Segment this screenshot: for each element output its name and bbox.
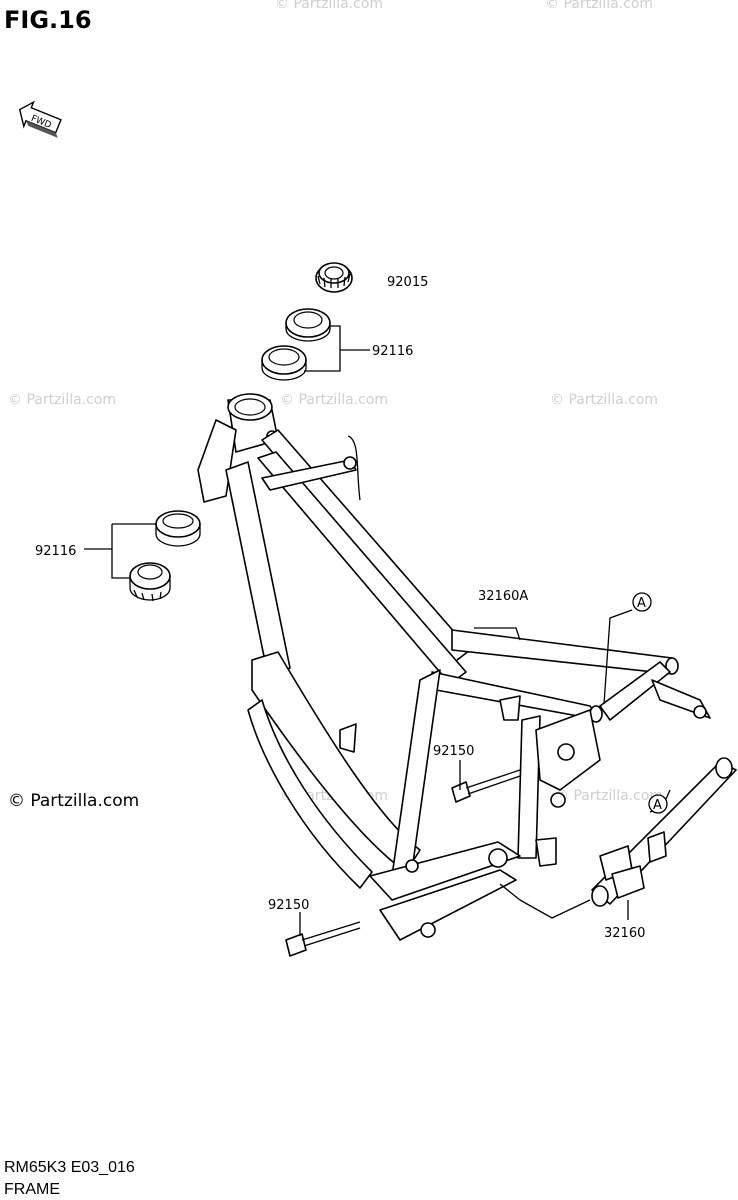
callout-92116-left: 92116 [35, 544, 76, 559]
footer-section: FRAME [4, 1181, 60, 1198]
reference-marker-a-upper: A [632, 592, 652, 612]
reference-marker-label: A [653, 798, 662, 813]
reference-marker-label: A [637, 596, 646, 611]
steering-bearing-race-upper [261, 345, 307, 381]
leader-lines [84, 325, 671, 936]
callout-92150-mid: 92150 [433, 744, 474, 759]
lower-frame-rail [591, 757, 737, 907]
main-frame [197, 393, 711, 941]
frame-bolt-mid [451, 769, 521, 803]
frame-bolt-lower [285, 921, 361, 957]
watermark: © Partzilla.com [275, 0, 383, 12]
steering-bearing-lower [129, 562, 171, 602]
steering-bearing-race-lower [155, 510, 201, 547]
watermark: © Partzilla.com [8, 392, 116, 408]
callout-32160: 32160 [604, 926, 645, 941]
callout-92015: 92015 [387, 275, 428, 290]
figure-title: FIG.16 [4, 6, 92, 34]
forward-direction-icon: FWD [18, 100, 62, 138]
watermark: © Partzilla.com [545, 0, 653, 12]
steering-bearing-upper [285, 308, 331, 342]
reference-marker-a-lower: A [648, 794, 668, 814]
watermark-main: © Partzilla.com [8, 791, 139, 811]
watermark: © Partzilla.com [550, 392, 658, 408]
callout-32160a: 32160A [478, 589, 528, 604]
watermark: © Partzilla.com [280, 392, 388, 408]
callout-92116-top: 92116 [372, 344, 413, 359]
steering-stem-nut [315, 262, 353, 293]
footer-code: RM65K3 E03_016 [4, 1159, 135, 1176]
callout-92150-low: 92150 [268, 898, 309, 913]
watermark: © Partzilla.com [555, 788, 663, 804]
